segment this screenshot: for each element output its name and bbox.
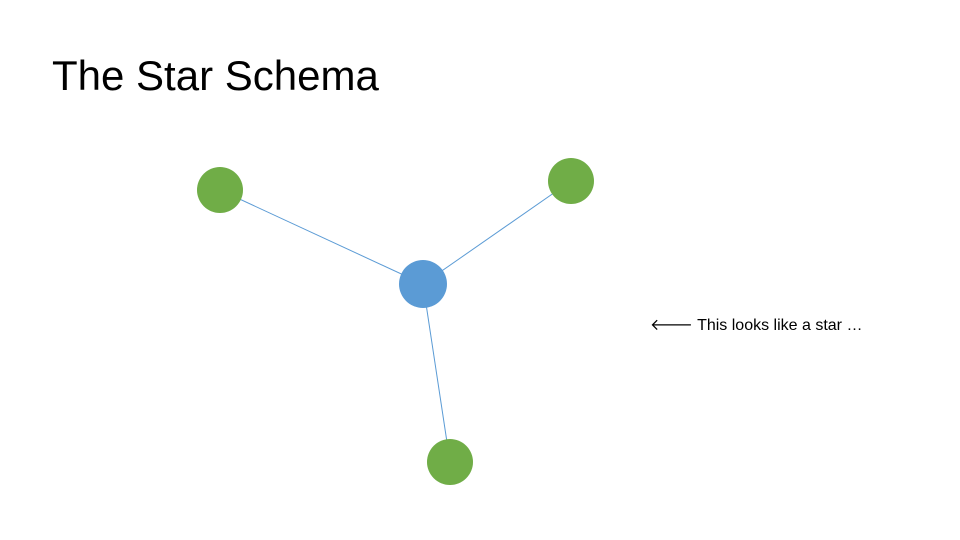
- annotation-note: 🡐 This looks like a star …: [650, 314, 862, 335]
- arrow-left-icon: 🡐: [650, 317, 693, 334]
- dimension-node-top-right: [548, 158, 594, 204]
- edge-center-top-right: [422, 180, 572, 285]
- dimension-node-bottom: [427, 439, 473, 485]
- annotation-text: This looks like a star …: [697, 317, 863, 334]
- dimension-node-top-left: [197, 167, 243, 213]
- slide-title: The Star Schema: [52, 52, 379, 99]
- edge-center-bottom: [422, 283, 451, 463]
- edge-center-top-left: [219, 189, 424, 285]
- fact-node-center: [399, 260, 447, 308]
